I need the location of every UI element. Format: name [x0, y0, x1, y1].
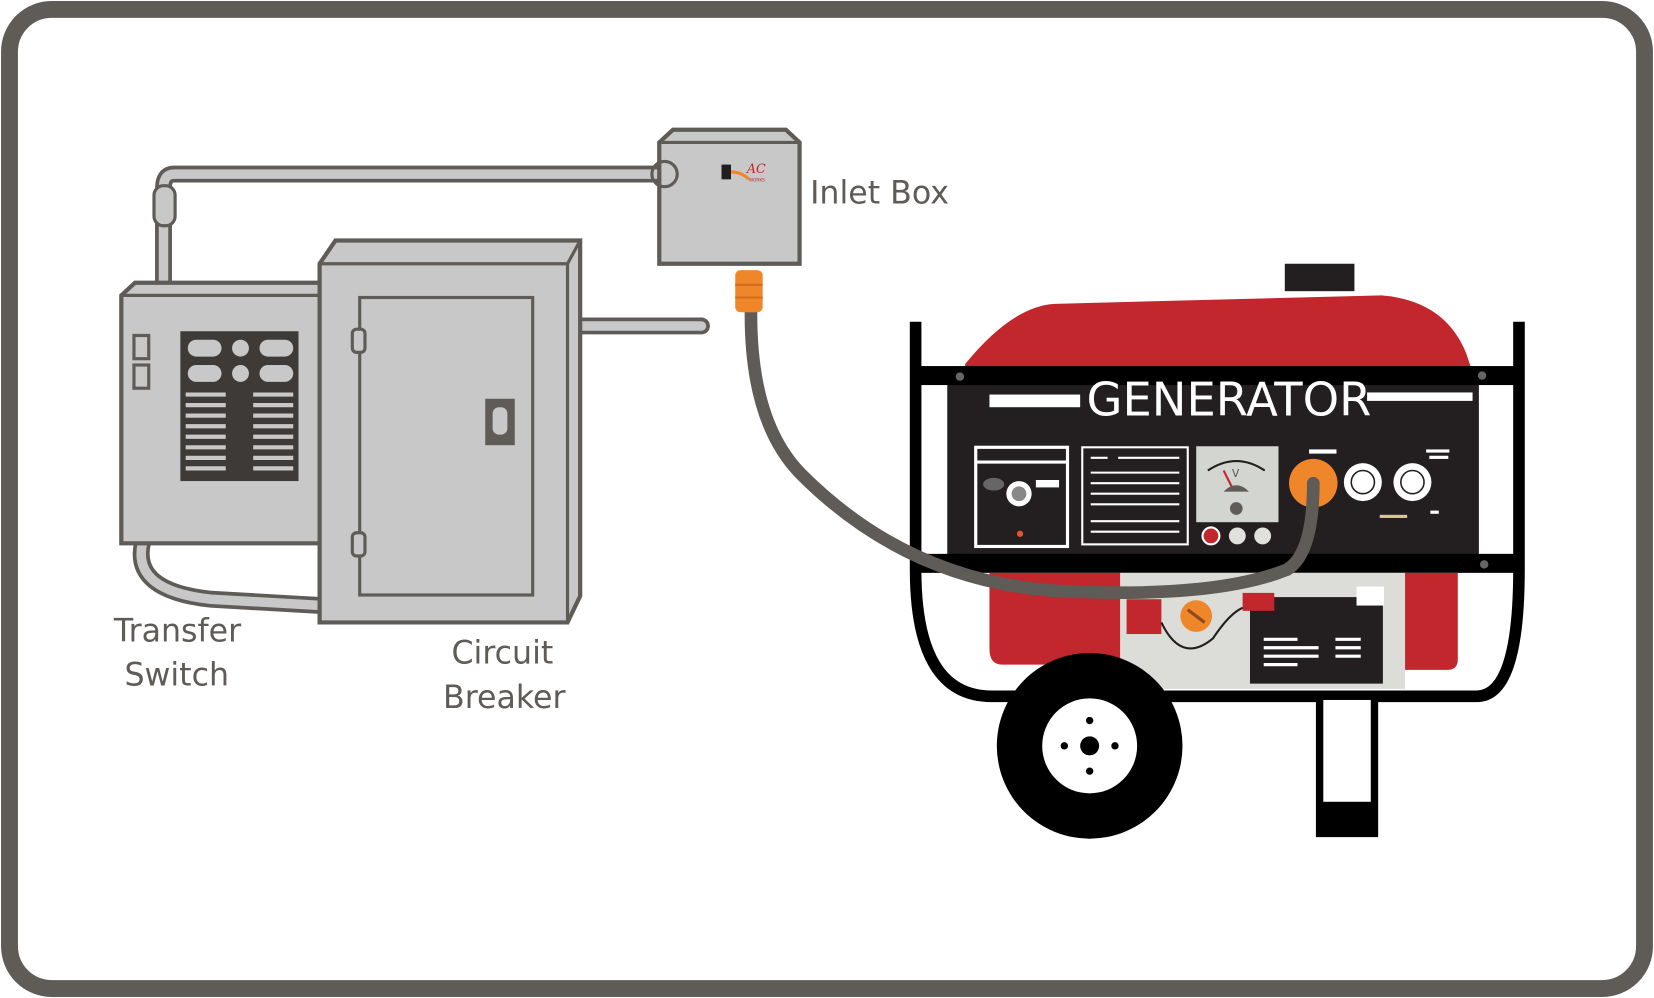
outlet-twistlock-1 [1343, 463, 1382, 502]
logo-text: AC [746, 161, 766, 176]
label-breaker-line1: Circuit [451, 636, 553, 672]
conduit-top [152, 165, 673, 294]
generator-title: GENERATOR [1086, 373, 1371, 427]
acworks-logo: AC WORKS [721, 161, 766, 182]
label-transfer-line1: Transfer [113, 613, 241, 649]
transfer-switch [119, 280, 324, 546]
svg-text:V: V [1232, 468, 1240, 480]
cord-connector [735, 270, 763, 313]
inlet-box: AC WORKS [650, 127, 802, 266]
outlet-twistlock-2 [1393, 463, 1432, 502]
power-cord [735, 270, 1320, 599]
label-transfer-line2: Switch [124, 658, 229, 694]
circuit-breaker [317, 238, 583, 625]
conduit-bottom [132, 541, 323, 614]
label-breaker-line2: Breaker [443, 680, 565, 716]
logo-subtext: WORKS [749, 177, 765, 182]
label-inlet-box: Inlet Box [810, 176, 949, 212]
